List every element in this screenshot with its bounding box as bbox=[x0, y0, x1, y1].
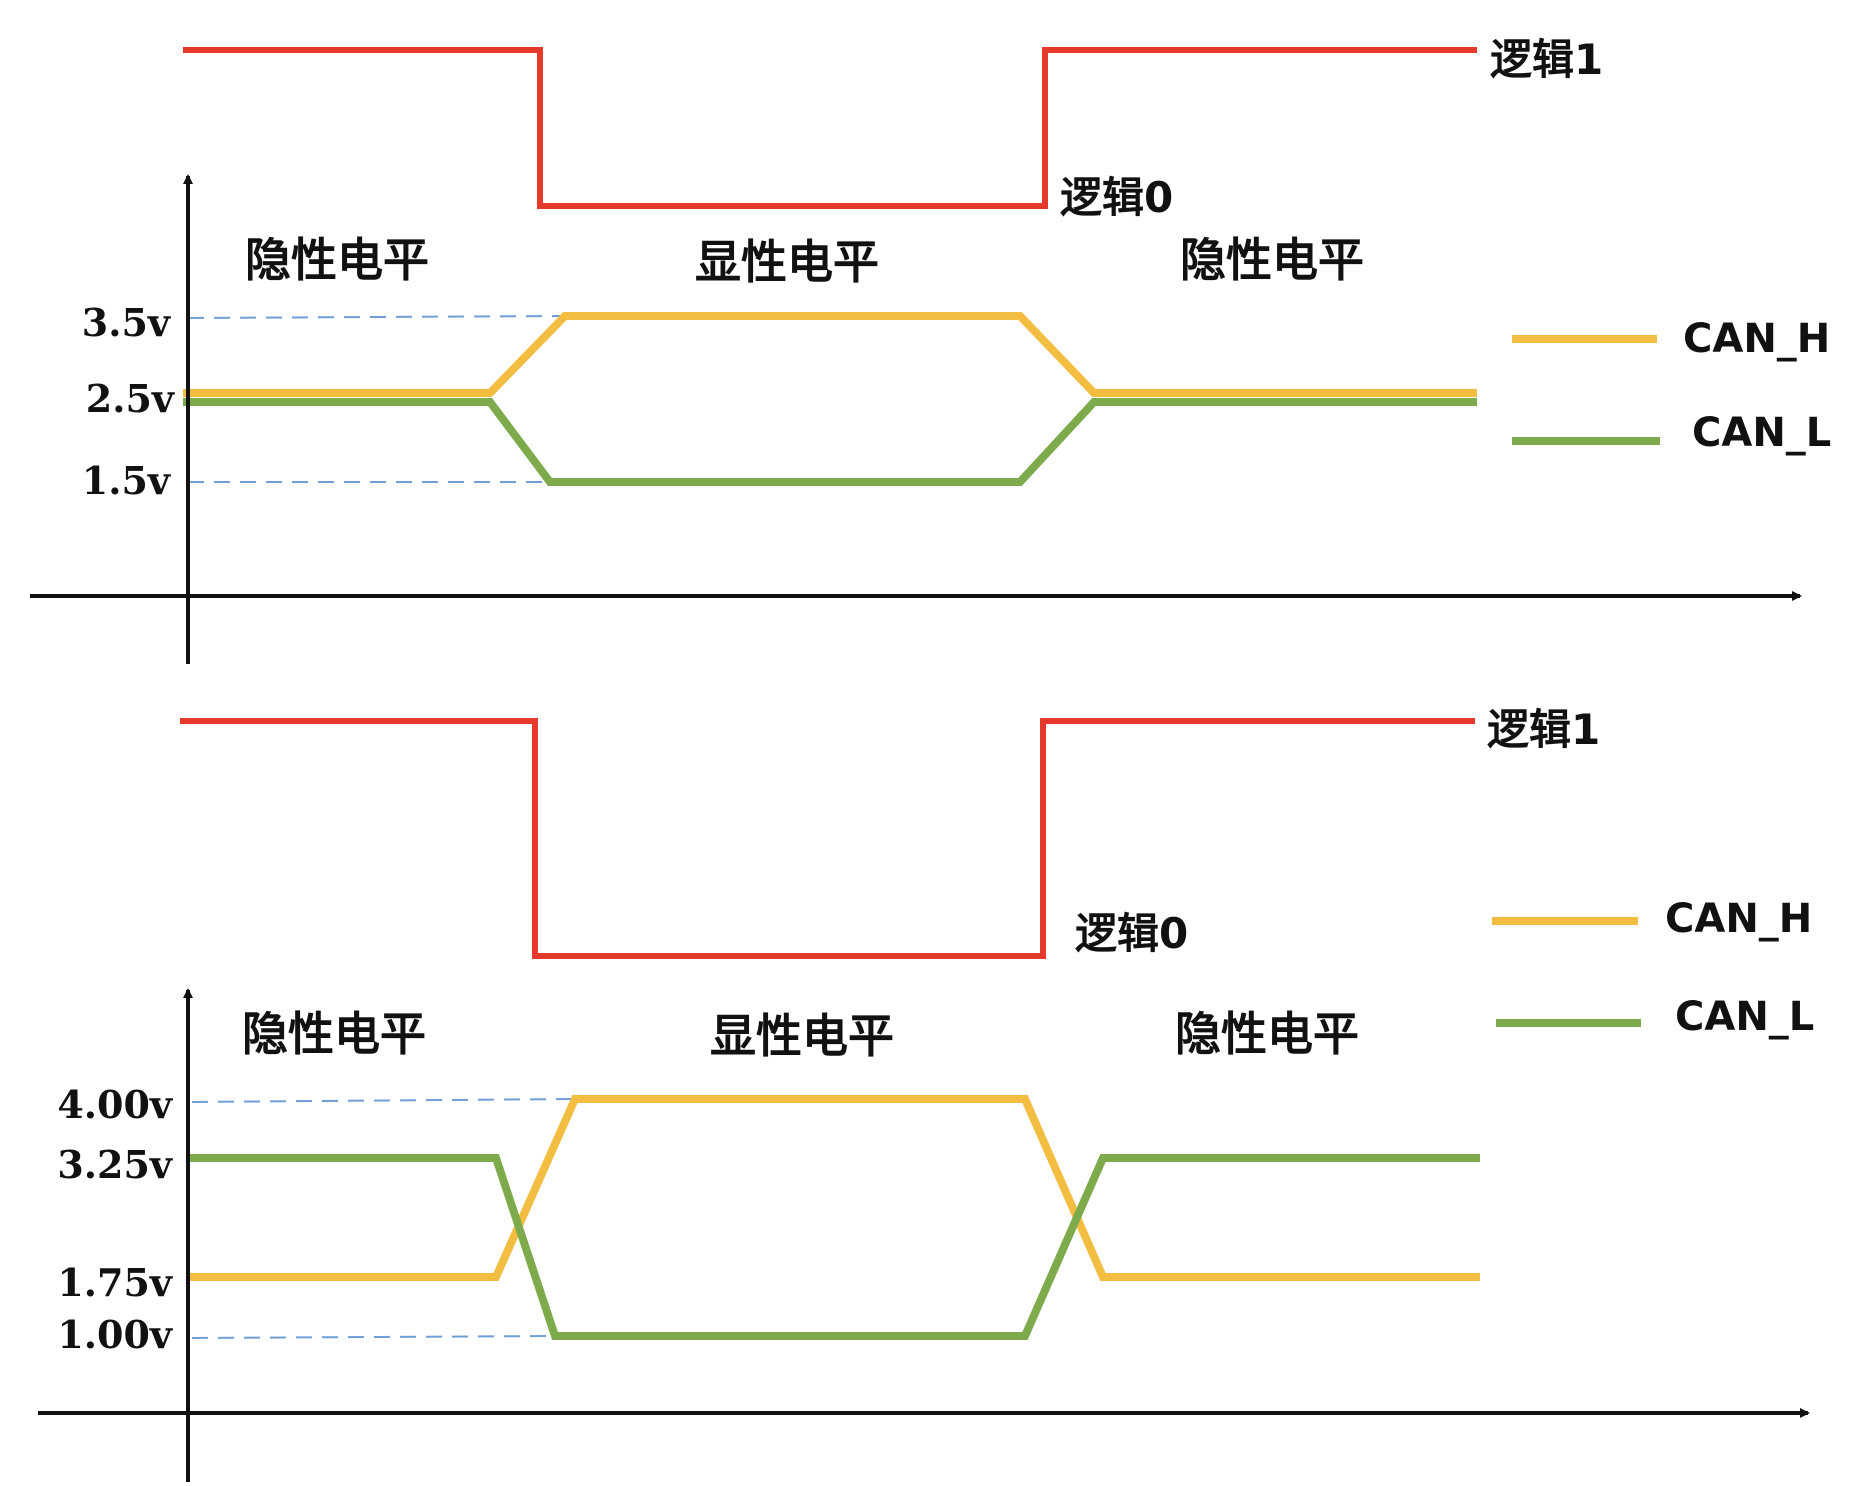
logic-signal-line bbox=[180, 718, 1475, 959]
legend-label-can-h: CAN_H bbox=[1665, 896, 1812, 942]
logic-0-label: 逻辑0 bbox=[1060, 173, 1173, 222]
voltage-guide-line bbox=[187, 315, 566, 319]
voltage-tick-label: 1.00v bbox=[57, 1312, 174, 1357]
voltage-tick-label: 2.5v bbox=[86, 376, 176, 421]
legend-label-can-l: CAN_L bbox=[1675, 994, 1814, 1040]
voltage-tick-label: 3.5v bbox=[82, 300, 172, 345]
state-label-recessive-right: 隐性电平 bbox=[1175, 1007, 1359, 1061]
can-h-line bbox=[190, 1095, 1480, 1281]
logic-signal-line bbox=[183, 47, 1477, 209]
voltage-guide-line bbox=[191, 1098, 576, 1103]
can-l-line bbox=[190, 1154, 1480, 1340]
can-l-line bbox=[183, 398, 1477, 486]
state-label-recessive-left: 隐性电平 bbox=[242, 1007, 426, 1061]
logic-0-label: 逻辑0 bbox=[1075, 909, 1188, 958]
voltage-tick-label: 1.75v bbox=[57, 1260, 174, 1305]
panel-2: 逻辑1 逻辑0 隐性电平 显性电平 隐性电平 4.00v 3.25v 1.75v… bbox=[38, 705, 1814, 1482]
state-label-recessive-right: 隐性电平 bbox=[1180, 233, 1364, 287]
state-label-dominant: 显性电平 bbox=[695, 235, 879, 289]
voltage-tick-label: 4.00v bbox=[57, 1082, 174, 1127]
can-h-line bbox=[183, 312, 1477, 397]
voltage-guide-line bbox=[191, 1335, 556, 1339]
logic-1-label: 逻辑1 bbox=[1487, 705, 1600, 754]
voltage-tick-label: 3.25v bbox=[57, 1142, 174, 1187]
panel-1: 逻辑1 逻辑0 隐性电平 显性电平 隐性电平 3.5v 2.5v 1.5v CA… bbox=[30, 35, 1831, 664]
logic-1-label: 逻辑1 bbox=[1490, 35, 1603, 84]
state-label-recessive-left: 隐性电平 bbox=[245, 233, 429, 287]
voltage-tick-label: 1.5v bbox=[82, 458, 172, 503]
state-label-dominant: 显性电平 bbox=[710, 1009, 894, 1063]
legend-label-can-l: CAN_L bbox=[1692, 410, 1831, 456]
legend-label-can-h: CAN_H bbox=[1683, 316, 1830, 362]
